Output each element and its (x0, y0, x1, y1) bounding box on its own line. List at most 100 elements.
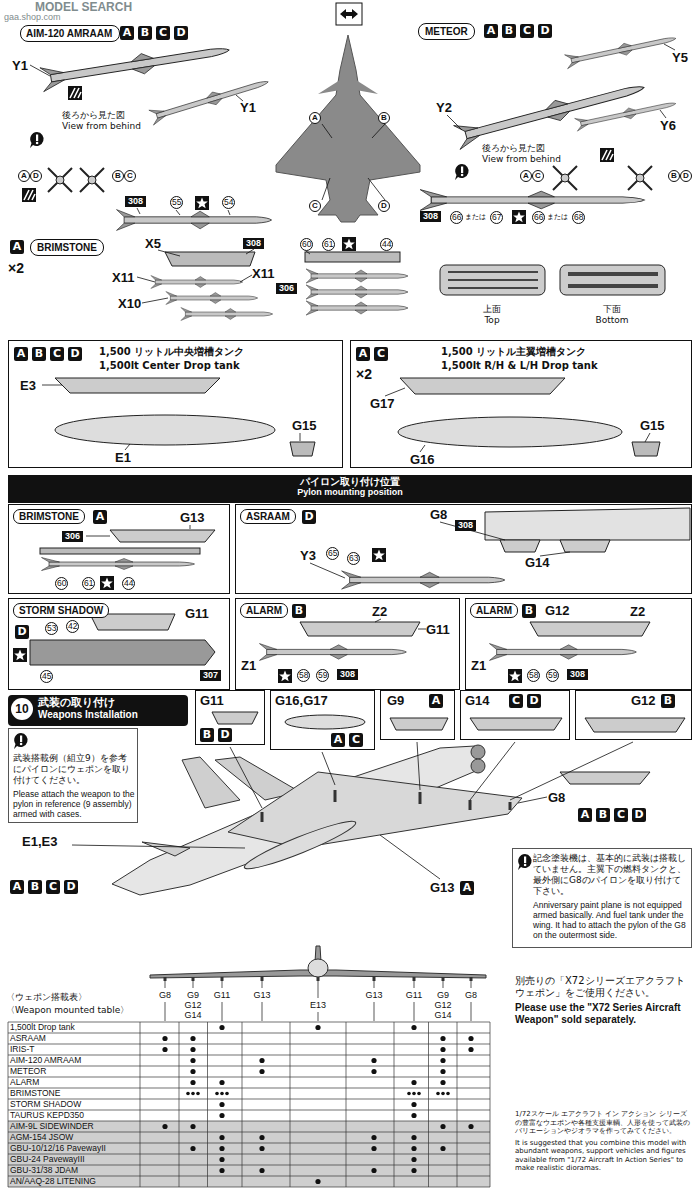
decal-number: 307 (200, 670, 221, 681)
table-grid (190, 1080, 195, 1085)
table-grid (8, 1066, 490, 1067)
table-grid (318, 1012, 319, 1021)
letter-badge: B (661, 694, 675, 708)
callout-number: 60 (55, 577, 68, 590)
table-grid (179, 1022, 180, 1187)
table-grid (457, 1022, 458, 1187)
table-row-label: ALARM (10, 1077, 39, 1088)
note-text: View from behind (482, 154, 561, 165)
part-number: X10 (118, 296, 141, 311)
position-letter: B (112, 170, 124, 182)
table-grid (262, 980, 263, 988)
table-row-label: 1,500lt Drop tank (10, 1022, 75, 1033)
decal-icon (342, 237, 356, 251)
header-text: BRIMSTONE (13, 509, 85, 524)
table-row-label: IRIS-T (10, 1044, 35, 1055)
letter-badge: A (120, 26, 134, 40)
table-row-label: AIM-120 AMRAAM (10, 1055, 81, 1066)
table-grid (318, 980, 319, 998)
table-row-label: ASRAAM (10, 1033, 46, 1044)
panel-title: 1,500lt R/H & L/H Drop tank (441, 359, 598, 372)
column-header: G8 (159, 990, 171, 1000)
pylon-drawing (30, 508, 690, 665)
aircraft-perspective (142, 842, 190, 856)
table-grid (186, 1092, 190, 1096)
note-text: Please attach the weapon to the pylon in… (13, 789, 135, 819)
table-row-label: BRIMSTONE (10, 1088, 60, 1099)
table-grid (222, 1002, 223, 1021)
drop-tank-drawing (55, 378, 660, 456)
position-letter: D (680, 170, 692, 182)
letter-badge: D (15, 625, 29, 639)
callout-number: 54 (222, 196, 235, 209)
aircraft-perspective (182, 757, 240, 808)
table-grid (8, 1187, 490, 1188)
callout-number: 68 (572, 211, 585, 224)
missile-drawing (149, 74, 271, 125)
callout-number: 63 (347, 552, 360, 565)
letter-badge: A (429, 694, 443, 708)
part-number: G9 (387, 693, 404, 708)
table-grid (190, 1124, 195, 1129)
column-header: G12 (434, 1000, 451, 1010)
position-letter: D (378, 200, 390, 212)
part-number: X11 (112, 270, 134, 285)
table-grid (162, 1124, 167, 1129)
table-row-label: AN/AAQ-28 LITENING (10, 1176, 96, 1187)
aircraft-top-view (356, 80, 378, 94)
table-grid (162, 1047, 167, 1052)
watermark: gaa.shop.com (4, 12, 61, 22)
callout-number: 65 (326, 547, 339, 560)
aircraft-perspective (241, 815, 358, 875)
header-text: STORM SHADOW (13, 603, 109, 618)
brimstone-drawing (165, 252, 255, 266)
table-grid (259, 1146, 264, 1151)
table-grid (407, 1092, 411, 1096)
part-number: G17 (370, 396, 395, 411)
letter-badge: B (522, 604, 536, 618)
table-grid (411, 1135, 416, 1140)
drop-tank-panel: ABCD1,500 リットル中央増槽タンク1,500lt Center Drop… (8, 340, 343, 468)
column-header: G11 (214, 990, 230, 1000)
table-grid (261, 977, 264, 981)
pylon-drawing (40, 548, 200, 554)
column-header: G9 (437, 990, 449, 1000)
aircraft-front-view (308, 959, 328, 977)
table-grid (190, 1069, 195, 1074)
letter-badge: C (374, 347, 388, 361)
table-grid (414, 980, 415, 988)
decal-icon (14, 733, 28, 749)
table-grid (222, 980, 223, 988)
letter-badge: A (331, 733, 345, 747)
column-header: G8 (465, 990, 477, 1000)
letter-badge: B (596, 808, 610, 822)
part-number: E1 (115, 450, 131, 465)
part-number: G13 (180, 510, 205, 525)
table-grid (259, 1168, 264, 1173)
part-number: Y6 (660, 118, 676, 133)
callout-number: 58 (527, 669, 540, 682)
callout-number: 61 (82, 577, 95, 590)
table-grid (346, 1022, 347, 1187)
letter-badge: A (14, 347, 28, 361)
missile-drawing (454, 75, 648, 149)
table-grid (411, 1102, 416, 1107)
pylon-drawing (485, 508, 690, 540)
table-grid (140, 1022, 141, 1187)
part-number: G8 (430, 507, 447, 522)
pylon-drawing (560, 540, 610, 552)
table-grid (441, 1092, 445, 1096)
table-grid (411, 1080, 416, 1085)
table-grid (490, 1022, 491, 1187)
position-letter: C (309, 200, 321, 212)
table-grid (219, 1157, 224, 1162)
table-grid (470, 977, 473, 981)
callout-number: 59 (316, 669, 329, 682)
aircraft-perspective (262, 790, 510, 822)
note-text: 別売りの「X72シリーズエアクラフトウェポン」をご使用ください。 (515, 975, 692, 999)
table-grid (428, 1022, 429, 1187)
leader-line (30, 44, 675, 629)
part-number: Z1 (241, 658, 256, 673)
drop-tank-drawing (632, 442, 660, 456)
